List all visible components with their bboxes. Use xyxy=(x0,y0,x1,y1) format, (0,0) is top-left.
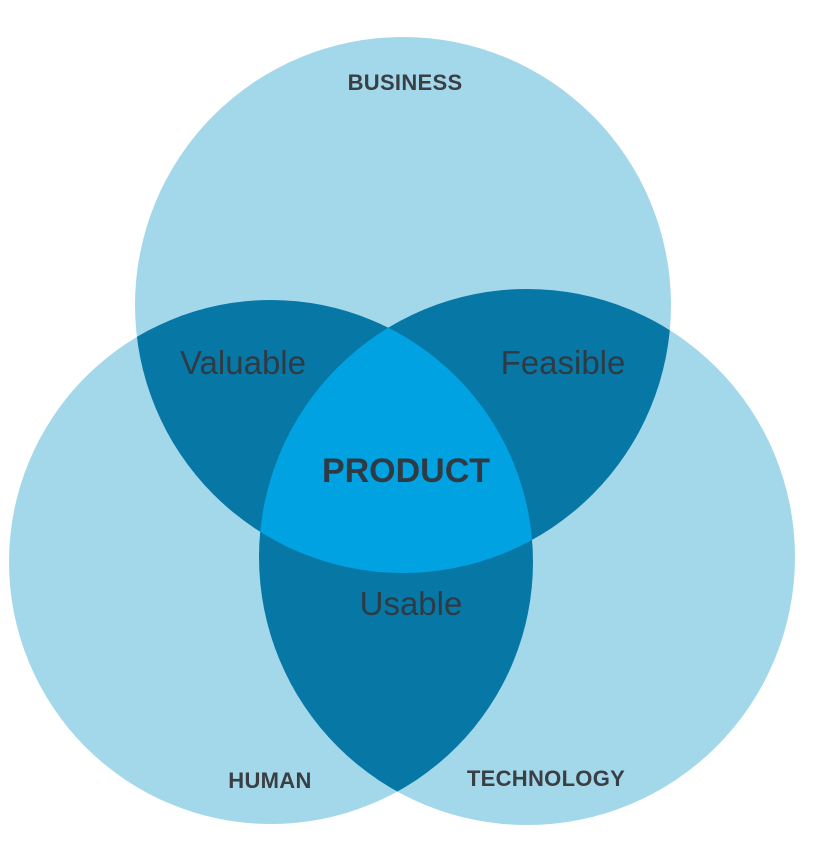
valuable-label: Valuable xyxy=(180,344,306,381)
product-label: PRODUCT xyxy=(322,452,490,490)
technology-label: TECHNOLOGY xyxy=(467,766,625,791)
feasible-label: Feasible xyxy=(501,344,626,381)
usable-label: Usable xyxy=(360,585,463,622)
business-label: BUSINESS xyxy=(348,70,463,95)
human-label: HUMAN xyxy=(228,768,311,793)
